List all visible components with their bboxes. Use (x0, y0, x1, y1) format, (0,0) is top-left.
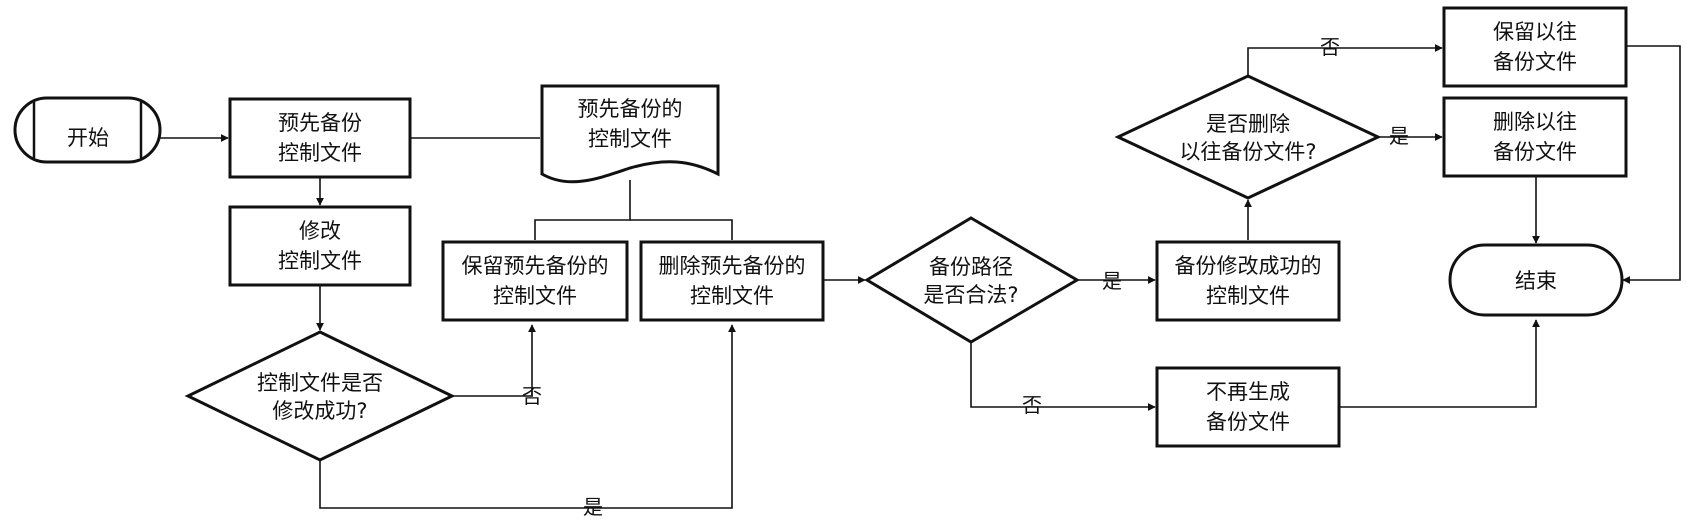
start-terminal: 开始 (13, 96, 162, 164)
edge-label-modify-no: 否 (522, 384, 542, 408)
delete-pre-label-line1: 删除预先备份的 (659, 254, 806, 278)
check-path-label-line2: 是否合法? (923, 283, 1018, 307)
edge-label-delete-yes: 是 (1389, 124, 1409, 148)
document-label-line1: 预先备份的 (578, 97, 683, 121)
keep-pre-label-line2: 控制文件 (493, 284, 577, 308)
check-delete-label-line2: 以往备份文件? (1179, 140, 1316, 164)
delete-old-label-line2: 备份文件 (1493, 140, 1577, 164)
check-modify-label-line1: 控制文件是否 (257, 371, 383, 395)
edge-check-yes (319, 324, 736, 509)
edge-label-modify-yes: 是 (583, 495, 603, 519)
start-label: 开始 (67, 126, 109, 150)
keep-old-label-line2: 备份文件 (1493, 50, 1577, 74)
edge-document-to-delete (630, 219, 733, 240)
edge-keepold-to-end (1622, 45, 1681, 284)
backup-ok-label-line1: 备份修改成功的 (1175, 254, 1322, 278)
keep-pre-backup-process: 保留预先备份的 控制文件 (441, 240, 629, 322)
end-label: 结束 (1515, 269, 1557, 293)
edge-label-path-no: 否 (1022, 393, 1042, 417)
pre-backup-label-line2: 控制文件 (278, 141, 362, 165)
delete-old-label-line1: 删除以往 (1493, 110, 1577, 134)
no-gen-label-line2: 备份文件 (1206, 410, 1290, 434)
keep-old-label-line1: 保留以往 (1493, 20, 1577, 44)
delete-pre-backup-process: 删除预先备份的 控制文件 (639, 240, 825, 322)
check-delete-label-line1: 是否删除 (1206, 112, 1290, 136)
check-path-decision: 备份路径 是否合法? (864, 216, 1080, 344)
keep-old-backup-process: 保留以往 备份文件 (1442, 6, 1628, 88)
keep-pre-label-line1: 保留预先备份的 (462, 254, 609, 278)
backup-success-process: 备份修改成功的 控制文件 (1155, 240, 1341, 322)
connectors (160, 44, 1681, 509)
edge-nogen-to-end (1340, 319, 1540, 408)
pre-backup-label-line1: 预先备份 (278, 111, 362, 135)
no-generate-process: 不再生成 备份文件 (1155, 366, 1341, 448)
document-label-line2: 控制文件 (588, 127, 672, 151)
modify-label-line1: 修改 (299, 219, 341, 243)
check-modify-decision: 控制文件是否 修改成功? (184, 330, 456, 462)
edge-deletecheck-no (1247, 44, 1443, 76)
check-path-label-line1: 备份路径 (929, 255, 1013, 279)
delete-old-backup-process: 删除以往 备份文件 (1442, 96, 1628, 178)
edge-path-no (970, 340, 1156, 411)
check-delete-decision: 是否删除 以往备份文件? (1114, 74, 1382, 200)
modify-label-line2: 控制文件 (278, 249, 362, 273)
delete-pre-label-line2: 控制文件 (690, 284, 774, 308)
edge-label-delete-no: 否 (1320, 35, 1340, 59)
edge-check-no (452, 324, 536, 397)
pre-backup-process: 预先备份 控制文件 (228, 97, 412, 179)
edge-document-to-outcomes (534, 180, 631, 240)
pre-backup-document: 预先备份的 控制文件 (540, 84, 720, 184)
end-terminal: 结束 (1448, 243, 1624, 317)
backup-ok-label-line2: 控制文件 (1206, 284, 1290, 308)
check-modify-label-line2: 修改成功? (272, 399, 367, 423)
no-gen-label-line1: 不再生成 (1206, 380, 1290, 404)
modify-process: 修改 控制文件 (228, 205, 412, 287)
edge-label-path-yes: 是 (1102, 269, 1122, 293)
